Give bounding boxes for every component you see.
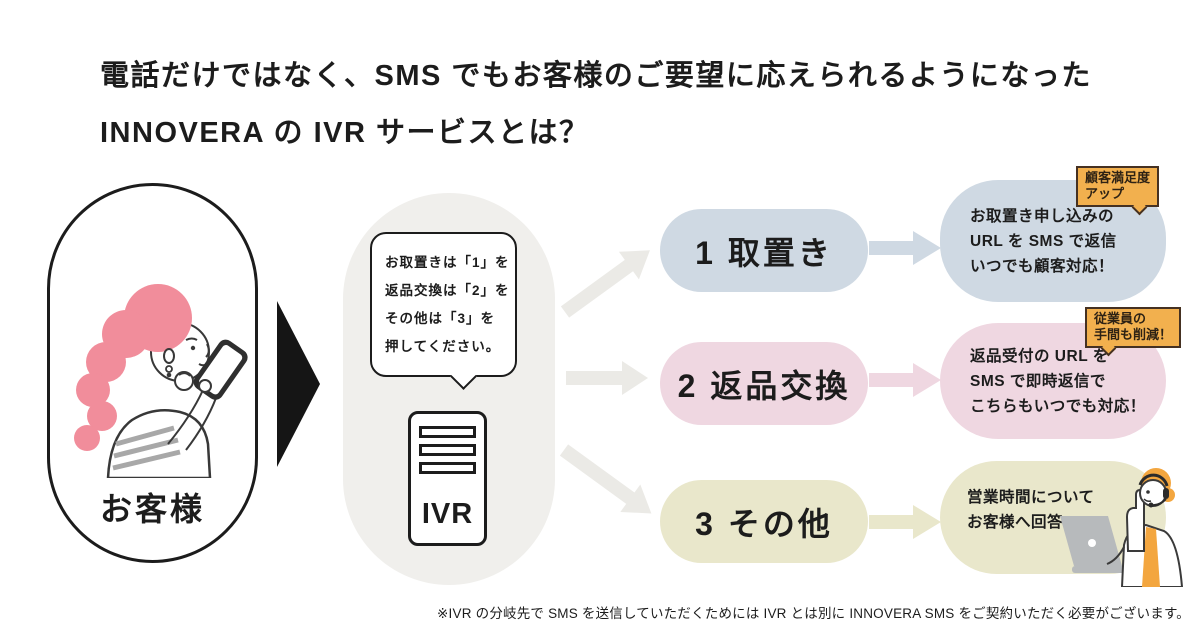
prompt-line-4: 押してください。 <box>385 339 501 354</box>
pink-hair <box>74 284 192 451</box>
ivr-capsule: お取置きは「1」を 返品交換は「2」を その他は「3」を 押してください。 IV… <box>343 193 555 585</box>
headset-icon <box>1138 473 1169 508</box>
badge2-line-2: 手間も削減！ <box>1094 327 1173 342</box>
result-other-line-2: お客様へ回答 <box>967 514 1064 531</box>
result-reserve-line-2: URL を SMS で返信 <box>970 232 1117 250</box>
customer-woman-illustration <box>74 284 248 478</box>
ivr-prompt-bubble: お取置きは「1」を 返品交換は「2」を その他は「3」を 押してください。 <box>370 232 517 390</box>
pill-option-2-return: 2 返品交換 <box>660 342 868 425</box>
result-return-line-1: 返品受付の URL を <box>970 347 1109 365</box>
customer-label: お客様 <box>99 491 205 527</box>
pill-option-1-reserve: 1 取置き <box>660 209 868 292</box>
shirt-stripes <box>112 425 181 471</box>
server-slot-icon <box>419 426 476 438</box>
result-other-line-1: 営業時間について <box>967 489 1095 506</box>
operator-illustration <box>1060 468 1184 587</box>
result-reserve-line-1: お取置き申し込みの <box>970 207 1115 225</box>
server-slot-icon <box>419 462 476 474</box>
title-line-1: 電話だけではなく、SMS でもお客様のご要望に応えられるようになった <box>100 60 1092 92</box>
ivr-server-icon: IVR <box>408 411 487 546</box>
server-slot-icon <box>419 444 476 456</box>
ivr-server-label: IVR <box>421 498 474 530</box>
customer-capsule: お客様 <box>47 183 258 563</box>
flow-arrow-icon <box>277 301 320 467</box>
orange-tie <box>1142 527 1160 587</box>
arrow-other-icon <box>869 505 941 539</box>
branch-arrows <box>559 250 652 514</box>
footnote: ※IVR の分岐先で SMS を送信していただくためには IVR とは別に IN… <box>437 606 1190 621</box>
prompt-line-2: 返品交換は「2」を <box>385 283 510 298</box>
result-return-line-2: SMS で即時返信で <box>970 372 1106 390</box>
arrow-return-icon <box>869 363 941 397</box>
result-return-line-3: こちらもいつでも対応！ <box>970 397 1146 415</box>
badge2-line-1: 従業員の <box>1094 311 1147 326</box>
fan-arrow-down-icon <box>559 444 652 514</box>
prompt-line-1: お取置きは「1」を <box>385 255 510 270</box>
badge1-line-2: アップ <box>1085 186 1125 201</box>
result-reserve-line-3: いつでも顧客対応！ <box>970 257 1115 275</box>
title-line-2: INNOVERA の IVR サービスとは？ <box>100 117 590 149</box>
badge-labor-reduction: 従業員の 手間も削減！ <box>1085 307 1182 357</box>
fan-arrow-middle-icon <box>566 361 648 395</box>
arrow-reserve-icon <box>869 231 941 265</box>
pill-option-3-other: 3 その他 <box>660 480 868 563</box>
fan-arrow-up-icon <box>560 250 650 318</box>
badge1-line-1: 顧客満足度 <box>1085 170 1151 185</box>
prompt-line-3: その他は「3」を <box>385 311 496 326</box>
bubble-tail <box>450 363 477 390</box>
badge-customer-satisfaction: 顧客満足度 アップ <box>1076 166 1160 216</box>
